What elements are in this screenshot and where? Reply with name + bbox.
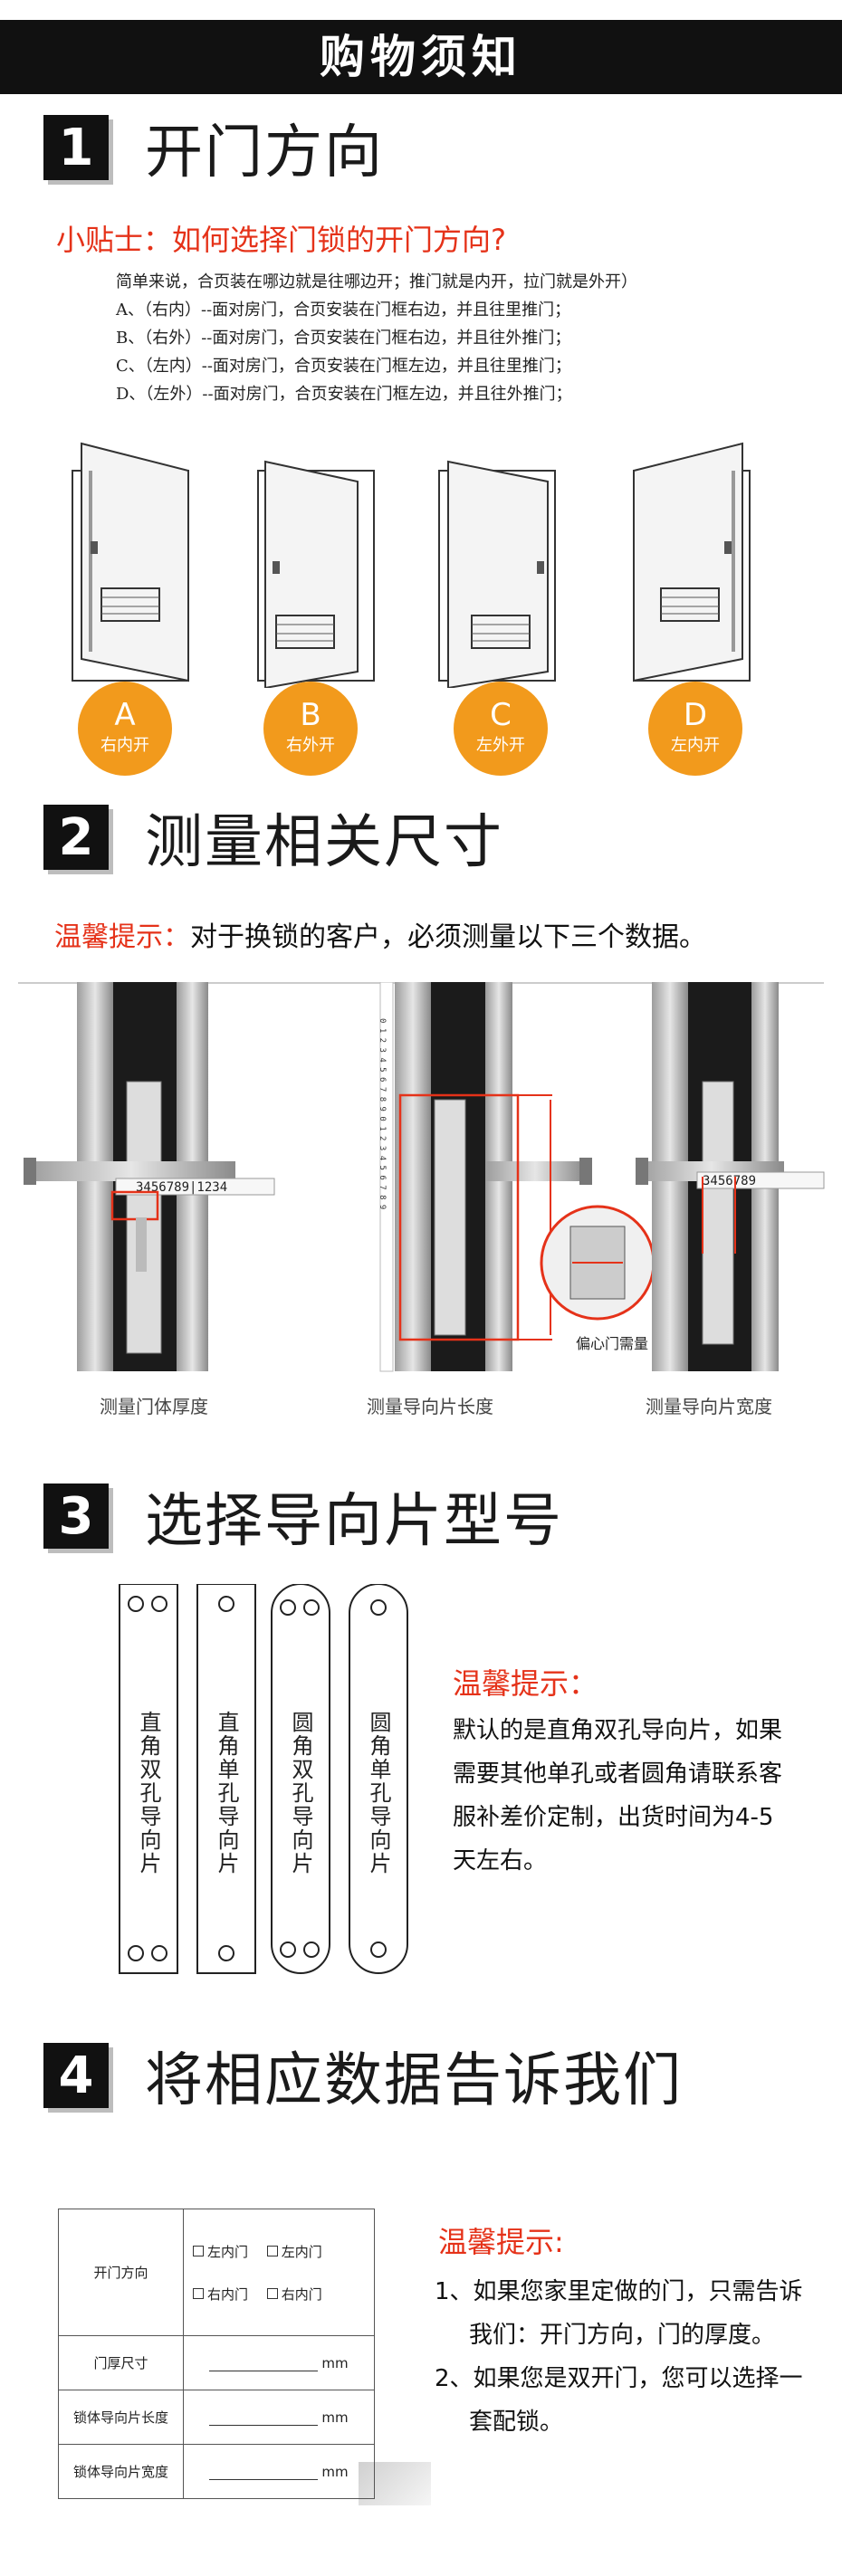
plate-label: 圆角单孔导向片 bbox=[366, 1711, 391, 1875]
door-direction-label: 开门方向 bbox=[58, 2209, 184, 2336]
order-tip-item: 2、如果您是双开门，您可以选择一套配锁。 bbox=[435, 2365, 803, 2436]
plate-round-single: 圆角单孔导向片 bbox=[349, 1584, 408, 1974]
page-banner: 购物须知 bbox=[0, 20, 842, 94]
caption-plate-width: 测量导向片宽度 bbox=[646, 1396, 772, 1417]
door-thickness-label: 门厚尺寸 bbox=[58, 2335, 184, 2390]
door-d-illustration bbox=[633, 442, 751, 682]
section-number: 1 bbox=[43, 115, 109, 180]
explanation-line: C、（左内）--面对房门，合页安装在门框左边，并且往里推门； bbox=[116, 357, 571, 376]
door-letter: D bbox=[683, 697, 708, 733]
option-right-inner-2[interactable]: 右内门 bbox=[266, 2285, 322, 2304]
caption-door-thickness: 测量门体厚度 bbox=[100, 1396, 208, 1417]
order-tip-body: 1、如果您家里定做的门，只需告诉我们：开门方向，门的厚度。 2、如果您是双开门，… bbox=[435, 2270, 815, 2444]
plate-width-field[interactable]: mm bbox=[183, 2444, 375, 2499]
plate-square-double: 直角双孔导向片 bbox=[119, 1584, 178, 1974]
door-thickness-field[interactable]: mm bbox=[183, 2335, 375, 2390]
door-diagram-b: B 右外开 bbox=[222, 425, 403, 787]
door-label: 左外开 bbox=[476, 736, 525, 755]
plate-round-double: 圆角双孔导向片 bbox=[271, 1584, 330, 1974]
order-tip-title: 温馨提示: bbox=[438, 2225, 564, 2259]
ruler-reading: 3456789|1234 bbox=[136, 1180, 227, 1195]
order-tip-item: 1、如果您家里定做的门，只需告诉我们：开门方向，门的厚度。 bbox=[435, 2278, 803, 2349]
door-direction-diagrams: A 右内开 B 右外开 C 左外开 bbox=[36, 425, 815, 787]
plate-tip-body: 默认的是直角双孔导向片，如果需要其他单孔或者圆角请联系客服补差价定制，出货时间为… bbox=[453, 1717, 783, 1875]
door-label: 左内开 bbox=[671, 736, 720, 755]
measure-tip-text: 对于换锁的客户，必须测量以下三个数据。 bbox=[190, 921, 706, 953]
section-3-header: 3 选择导向片型号 bbox=[43, 1475, 563, 1557]
door-badge-d: D 左内开 bbox=[648, 682, 742, 776]
section-1-header: 1 开门方向 bbox=[43, 107, 384, 188]
door-badge-c: C 左外开 bbox=[454, 682, 548, 776]
checkbox[interactable] bbox=[266, 2288, 278, 2299]
section-number: 4 bbox=[43, 2043, 109, 2108]
explanation-line: B、（右外）--面对房门，合页安装在门框右边，并且往外推门； bbox=[116, 329, 571, 348]
door-a-illustration bbox=[72, 442, 189, 682]
door-diagram-a: A 右内开 bbox=[36, 425, 217, 787]
explanation-line: A、（右内）--面对房门，合页安装在门框右边，并且往里推门； bbox=[116, 301, 571, 320]
vertical-ruler-text: 0 1 2 3 4 5 6 7 8 9 0 1 2 3 4 5 6 7 8 9 bbox=[378, 1018, 387, 1209]
caption-plate-length: 测量导向片长度 bbox=[367, 1396, 493, 1417]
plate-square-single: 直角单孔导向片 bbox=[196, 1584, 256, 1974]
section-title: 将相应数据告诉我们 bbox=[145, 2047, 683, 2114]
measurement-photos: 3456789|1234 0 1 2 3 4 5 6 7 8 9 0 1 2 3… bbox=[0, 982, 842, 1380]
measure-tip: 温馨提示：对于换锁的客户，必须测量以下三个数据。 bbox=[54, 914, 706, 954]
option-left-inner[interactable]: 左内门 bbox=[193, 2242, 248, 2261]
door-diagram-d: D 左内开 bbox=[607, 425, 788, 787]
door-badge-a: A 右内开 bbox=[78, 682, 172, 776]
plate-length-field[interactable]: mm bbox=[183, 2390, 375, 2445]
section-number: 2 bbox=[43, 805, 109, 870]
section-4-header: 4 将相应数据告诉我们 bbox=[43, 2035, 683, 2116]
door-c-illustration bbox=[438, 460, 556, 688]
section-2-header: 2 测量相关尺寸 bbox=[43, 797, 503, 878]
door-label: 右外开 bbox=[286, 736, 335, 755]
eccentric-door-note: 偏心门需量 bbox=[576, 1335, 648, 1352]
door-b-illustration bbox=[257, 460, 375, 688]
door-letter: A bbox=[114, 697, 136, 733]
strike-plate-options: 直角双孔导向片 直角单孔导向片 圆角双孔导向片 圆角单孔导向片 bbox=[119, 1584, 408, 1974]
plate-width-label: 锁体导向片宽度 bbox=[58, 2444, 184, 2499]
section-title: 开门方向 bbox=[145, 119, 384, 186]
order-info-form: 开门方向 左内门 左内门 右内门 右内门 门厚尺寸 mm 锁体导向片长度 mm … bbox=[58, 2209, 375, 2499]
section-number: 3 bbox=[43, 1484, 109, 1549]
direction-explanation: 简单来说，合页装在哪边就是往哪边开；推门就是内开，拉门就是外开） A、（右内）-… bbox=[116, 268, 637, 408]
option-left-inner-2[interactable]: 左内门 bbox=[266, 2242, 322, 2261]
explanation-line: 简单来说，合页装在哪边就是往哪边开；推门就是内开，拉门就是外开） bbox=[116, 272, 637, 291]
measurement-illustration: 3456789|1234 0 1 2 3 4 5 6 7 8 9 0 1 2 3… bbox=[24, 982, 825, 1372]
checkbox[interactable] bbox=[193, 2288, 204, 2299]
measure-tip-label: 温馨提示： bbox=[54, 921, 190, 953]
door-diagram-c: C 左外开 bbox=[412, 425, 593, 787]
section-title: 选择导向片型号 bbox=[145, 1488, 563, 1555]
door-label: 右内开 bbox=[100, 736, 149, 755]
direction-tip: 小贴士：如何选择门锁的开门方向? bbox=[56, 223, 506, 257]
explanation-line: D、（左外）--面对房门，合页安装在门框左边，并且往外推门； bbox=[116, 385, 572, 404]
checkbox[interactable] bbox=[266, 2246, 278, 2256]
door-direction-options: 左内门 左内门 右内门 右内门 bbox=[183, 2209, 375, 2336]
checkbox[interactable] bbox=[193, 2246, 204, 2256]
plate-label: 圆角双孔导向片 bbox=[288, 1711, 313, 1875]
section-title: 测量相关尺寸 bbox=[145, 809, 503, 876]
plate-tip-title: 温馨提示： bbox=[453, 1666, 598, 1701]
door-badge-b: B 右外开 bbox=[263, 682, 358, 776]
plate-length-label: 锁体导向片长度 bbox=[58, 2390, 184, 2445]
door-letter: C bbox=[490, 697, 512, 733]
option-right-inner[interactable]: 右内门 bbox=[193, 2285, 248, 2304]
plate-label: 直角单孔导向片 bbox=[214, 1711, 239, 1875]
door-letter: B bbox=[300, 697, 321, 733]
plate-label: 直角双孔导向片 bbox=[136, 1711, 161, 1875]
ruler-reading-width: 3456789 bbox=[703, 1174, 756, 1188]
